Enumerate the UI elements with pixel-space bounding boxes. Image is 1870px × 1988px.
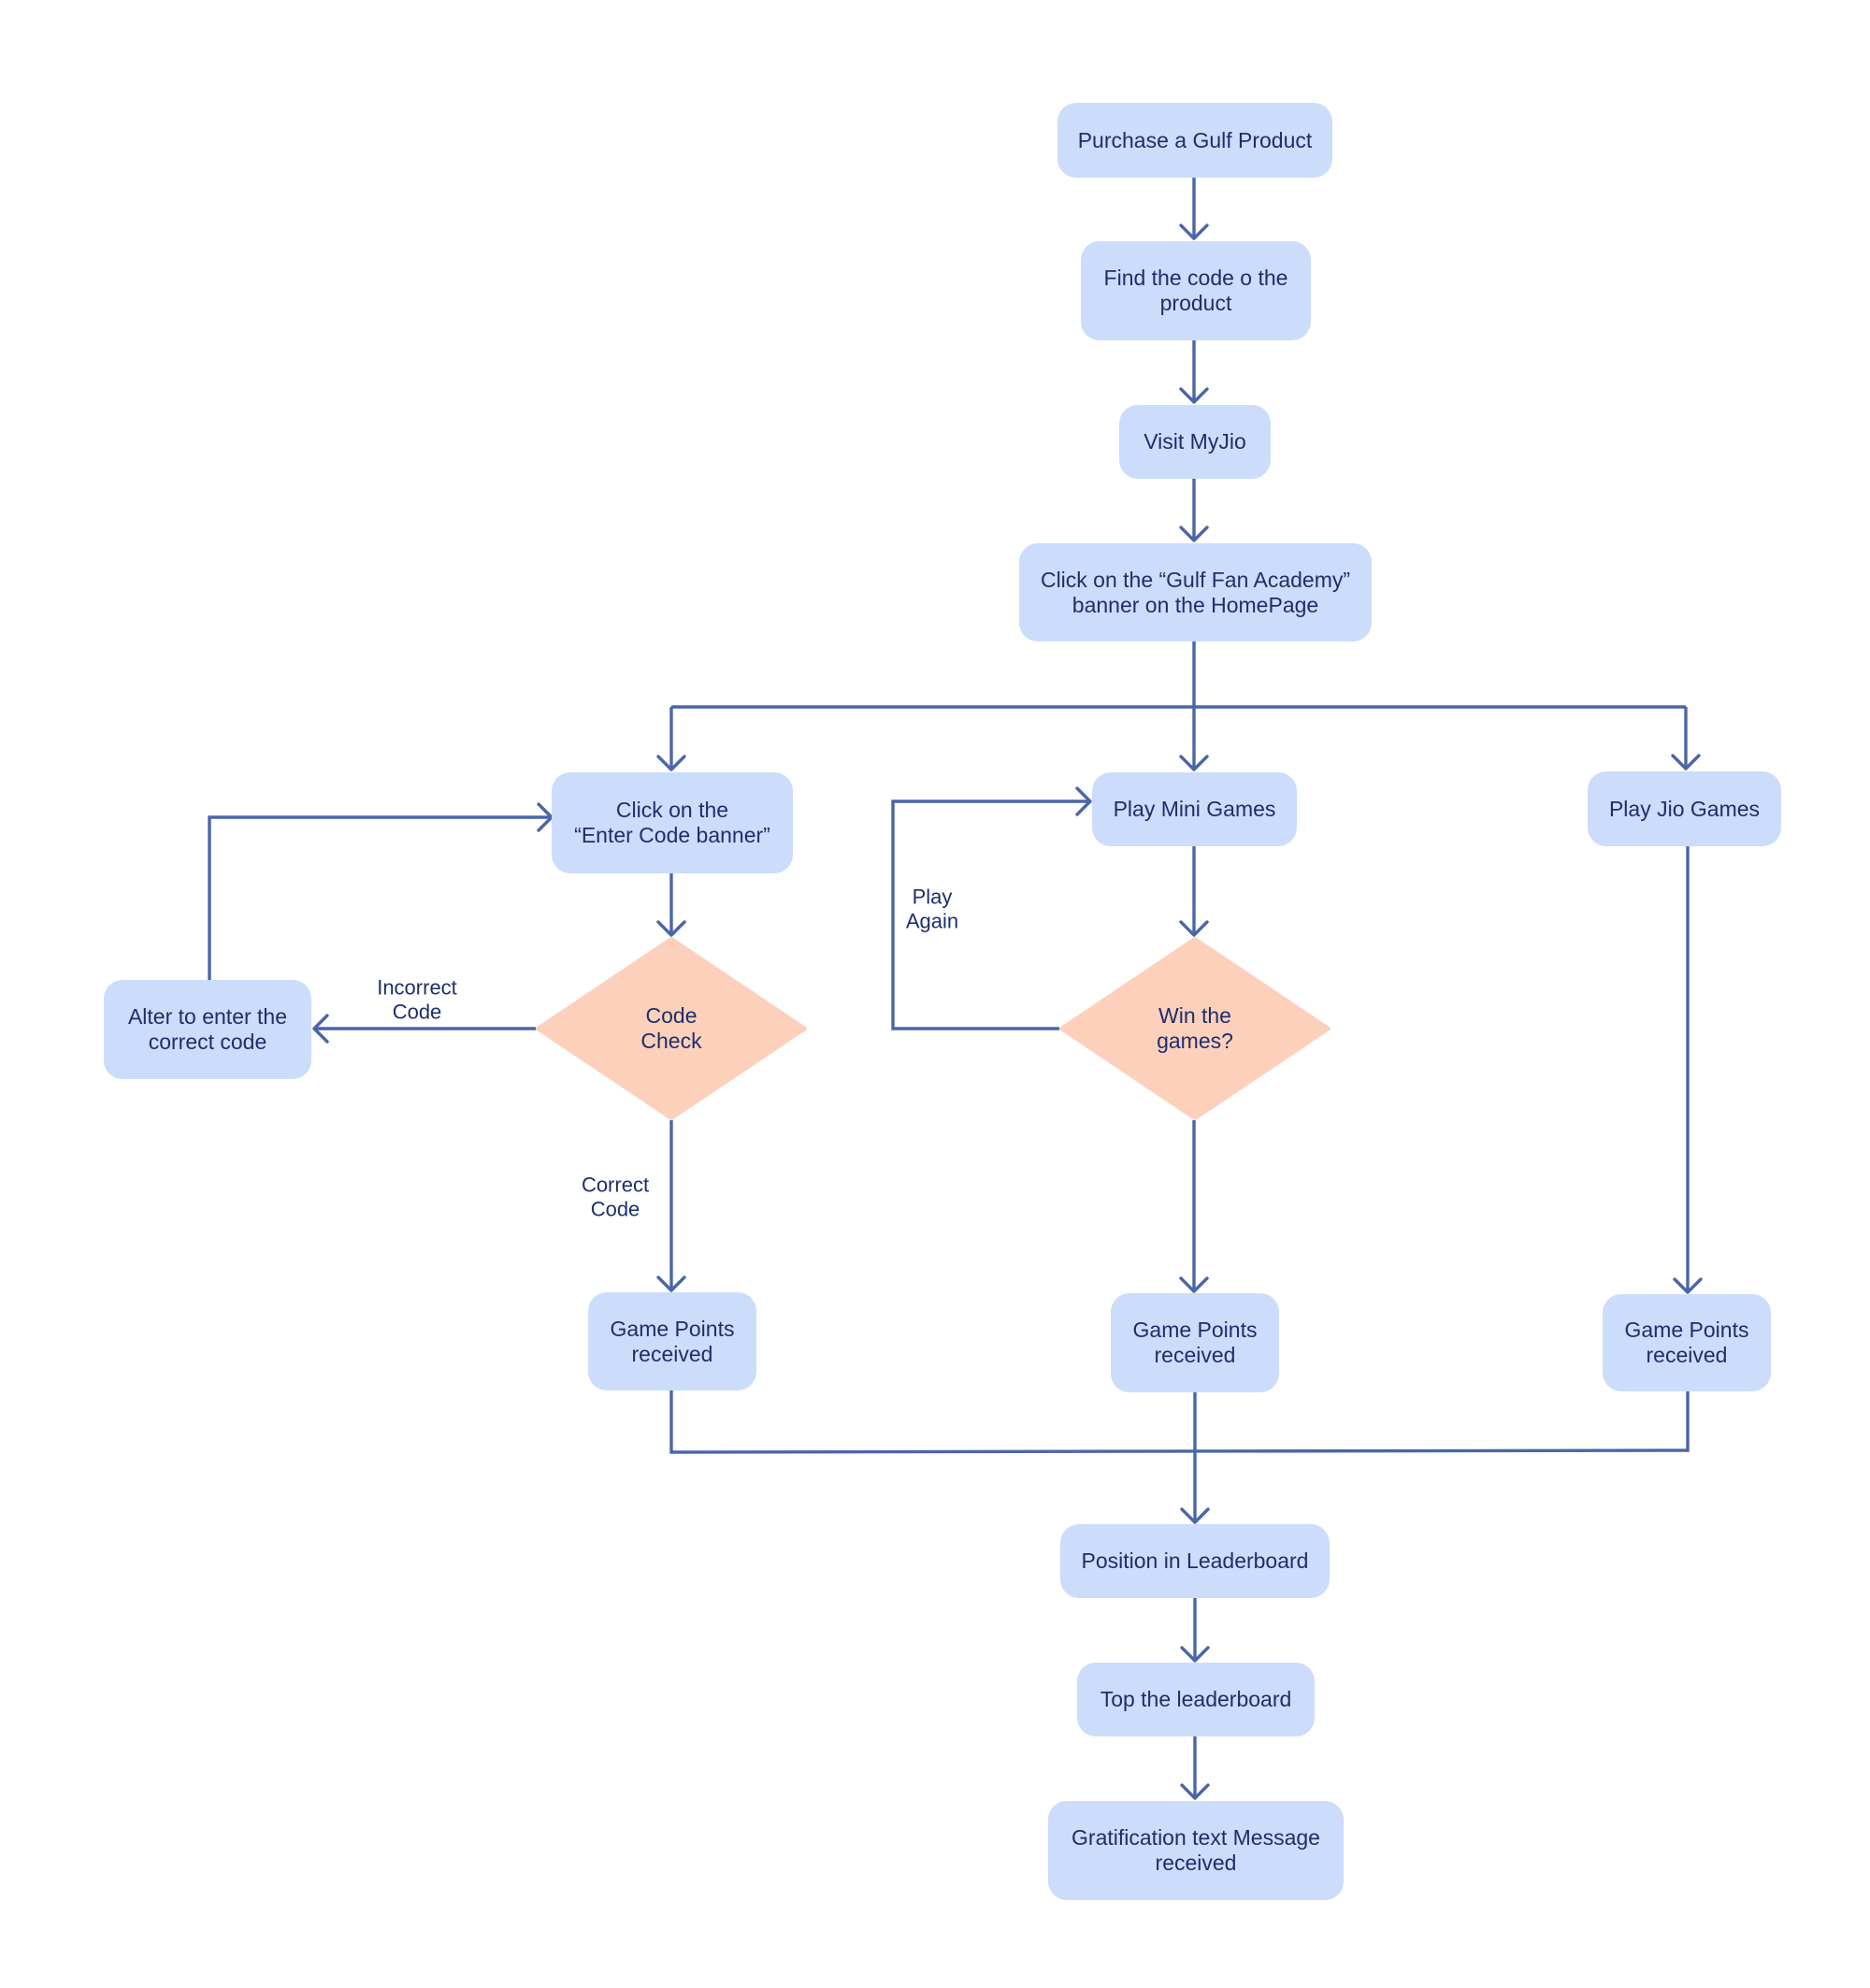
decision-win-games-shape bbox=[1059, 937, 1331, 1120]
node-points-right: Game Points received bbox=[1603, 1294, 1771, 1391]
arrowhead-points-mid bbox=[1179, 1276, 1209, 1293]
node-alter-code: Alter to enter the correct code bbox=[104, 980, 311, 1079]
arrowhead-play-jio bbox=[1671, 754, 1701, 771]
decision-code-check-label: Code Check bbox=[640, 1003, 702, 1053]
arrowhead-points-left bbox=[656, 1275, 686, 1292]
arrowhead-find bbox=[1179, 223, 1209, 240]
arrowhead-gratification bbox=[1180, 1783, 1210, 1800]
arrowhead-position bbox=[1180, 1507, 1210, 1524]
edge-merge-bus bbox=[669, 1390, 1690, 1454]
node-play-jio-games: Play Jio Games bbox=[1588, 771, 1781, 846]
label-play-again: Play Again bbox=[905, 885, 959, 933]
node-play-mini-games: Play Mini Games bbox=[1092, 772, 1297, 846]
decision-win-games: Win the games? bbox=[1059, 937, 1331, 1120]
node-find-code: Find the code o the product bbox=[1081, 241, 1311, 340]
arrowhead-visit bbox=[1179, 387, 1209, 404]
node-points-left: Game Points received bbox=[588, 1292, 756, 1390]
edge-play-again-loop bbox=[891, 800, 1090, 1030]
arrowhead-code-check bbox=[656, 920, 686, 937]
node-points-mid: Game Points received bbox=[1111, 1293, 1279, 1392]
edge-retry-loop bbox=[208, 815, 552, 980]
arrowhead-play-mini bbox=[1179, 755, 1209, 771]
node-gratification: Gratification text Message received bbox=[1048, 1801, 1344, 1900]
arrowhead-banner bbox=[1179, 526, 1209, 542]
node-click-banner: Click on the “Gulf Fan Academy” banner o… bbox=[1019, 543, 1372, 641]
arrowhead-alter-code bbox=[312, 1014, 329, 1044]
arrowhead-play-again bbox=[1075, 786, 1092, 816]
node-top-leaderboard: Top the leaderboard bbox=[1077, 1663, 1315, 1736]
arrowhead-top bbox=[1180, 1646, 1210, 1663]
node-purchase: Purchase a Gulf Product bbox=[1057, 103, 1332, 178]
decision-code-check: Code Check bbox=[536, 937, 807, 1120]
arrowhead-points-right bbox=[1673, 1277, 1703, 1294]
arrowhead-win-games bbox=[1179, 920, 1209, 937]
arrowhead-enter-code bbox=[656, 755, 686, 771]
node-leaderboard-position: Position in Leaderboard bbox=[1060, 1524, 1330, 1598]
decision-win-games-label: Win the games? bbox=[1157, 1003, 1233, 1053]
label-correct-code: Correct Code bbox=[581, 1173, 650, 1221]
label-incorrect-code: Incorrect Code bbox=[377, 975, 457, 1024]
node-enter-code: Click on the “Enter Code banner” bbox=[552, 772, 793, 873]
node-visit-myjio: Visit MyJio bbox=[1119, 405, 1271, 479]
decision-code-check-shape bbox=[536, 937, 807, 1120]
